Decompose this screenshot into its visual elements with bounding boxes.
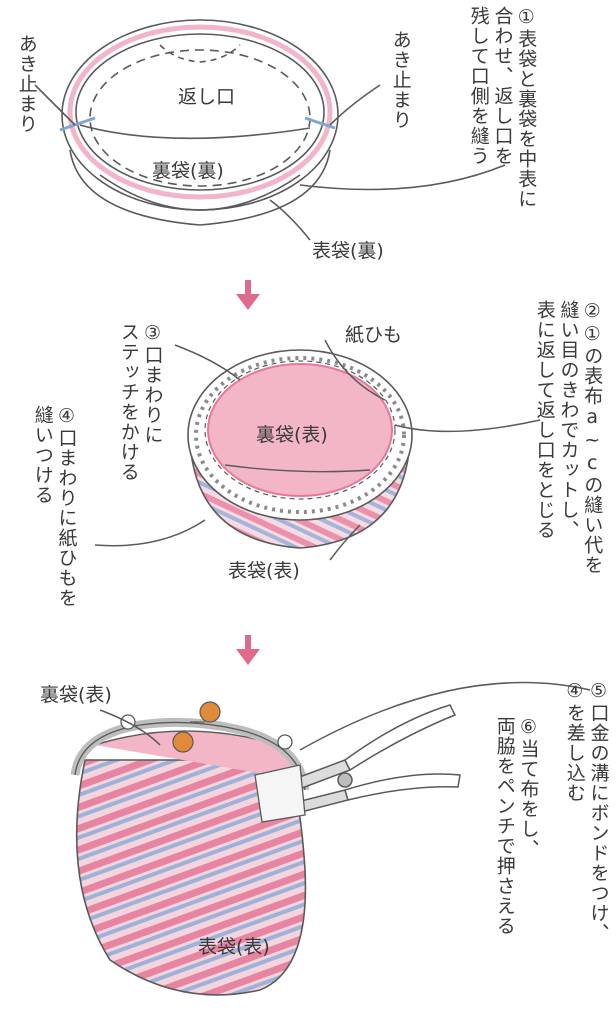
- label-kami-himo: 紙ひも: [345, 324, 403, 346]
- seam-mark-right: [304, 116, 336, 130]
- step1-bag-illustration: [34, 19, 506, 241]
- step6-line1: ⑥当て布をし、: [517, 716, 540, 859]
- bag-rim-fabric: [67, 24, 333, 200]
- label-omotebukuro-ura: 表袋(裏): [312, 240, 384, 262]
- frame-ring-right: [277, 734, 293, 750]
- label-omotebukuro-omote-2: 表袋(表): [228, 560, 300, 582]
- leader-aki-left: [34, 84, 76, 126]
- step5-line2: ④を差し込む: [563, 680, 586, 803]
- leader-aki-right: [329, 84, 381, 126]
- leader-step3: [174, 344, 241, 381]
- label-aki-right: あき止まり: [389, 30, 412, 130]
- rim-stitch: [204, 360, 396, 500]
- arrow-down-icon: [236, 635, 260, 665]
- leader-step4: [94, 519, 206, 547]
- label-kaeshiguchi: 返し口: [178, 86, 236, 108]
- leader-step2: [394, 419, 541, 433]
- purse-body-fabric: [75, 759, 307, 996]
- step1-line1: ①表袋と裏袋を中表に: [515, 6, 538, 209]
- inner-fold-line: [224, 464, 371, 473]
- step2-instruction: ②①の表布a~cの縫い代を 縫い目のきわでカットし、 表に返して返し口をとじる: [532, 300, 604, 640]
- step1-line2: 合わせ、返し口を: [491, 6, 514, 166]
- step3-purse-illustration: [70, 681, 591, 996]
- label-urabukuro-omote-3: 裏袋(表): [40, 684, 112, 706]
- step3-line1: ③口まわりに: [141, 322, 164, 445]
- label-aki-left: あき止まり: [15, 34, 38, 134]
- step4-line2: 縫いつける: [31, 405, 54, 505]
- step1-line3: 残して口側を縫う: [467, 6, 490, 166]
- step4-line1: ④口まわりに紙ひもを: [55, 405, 78, 608]
- step2-line3: 表に返して返し口をとじる: [533, 300, 556, 540]
- step4-instruction: ④口まわりに紙ひもを 縫いつける: [30, 405, 78, 645]
- pressing-cloth: [254, 764, 306, 823]
- step1-instruction: ①表袋と裏袋を中表に 合わせ、返し口を 残して口側を縫う: [466, 6, 538, 281]
- step2-bag-illustration: [94, 339, 541, 561]
- step2-line2: 縫い目のきわでカットし、: [557, 300, 580, 540]
- leader-omote-ura: [269, 199, 311, 241]
- bag-bottom-fold: [69, 149, 331, 226]
- step3-instruction: ③口まわりに ステッチをかける: [116, 322, 164, 522]
- opening-gap: [159, 44, 241, 63]
- label-urabukuro-ura: 裏袋(裏): [152, 160, 224, 182]
- step2-line1: ②①の表布a~cの縫い代を: [581, 300, 604, 575]
- leader-step5: [299, 681, 591, 751]
- label-urabukuro-omote-2: 裏袋(表): [256, 424, 328, 446]
- inner-bag-lining: [207, 363, 393, 497]
- bag-rim-inner: [75, 33, 325, 191]
- stitch-line: [89, 49, 311, 187]
- paper-cord: [194, 356, 406, 514]
- step6-line2: 両脇をペンチで押さえる: [493, 716, 516, 936]
- step5-instruction: ⑤口金の溝にボンドをつけ、 ④を差し込む: [562, 680, 610, 1000]
- step5-line1: ⑤口金の溝にボンドをつけ、: [587, 680, 610, 943]
- metal-frame-outline: [74, 721, 306, 791]
- label-omotebukuro-omote-3: 表袋(表): [198, 936, 270, 958]
- leader-kami-himo: [324, 339, 386, 401]
- leader-step1: [299, 164, 506, 191]
- leader-omote-2: [329, 524, 361, 561]
- step6-instruction: ⑥当て布をし、 両脇をペンチで押さえる: [492, 716, 540, 1008]
- bag-outer-bottom: [99, 174, 301, 211]
- step3-line2: ステッチをかける: [117, 322, 140, 482]
- seam-mark-left: [59, 116, 96, 132]
- clasp-knob-back: [199, 701, 221, 723]
- clasp-knob-front: [172, 731, 194, 753]
- leader-ura-3: [99, 709, 161, 746]
- arrow-down-icon: [236, 280, 260, 310]
- inner-fold: [79, 124, 311, 140]
